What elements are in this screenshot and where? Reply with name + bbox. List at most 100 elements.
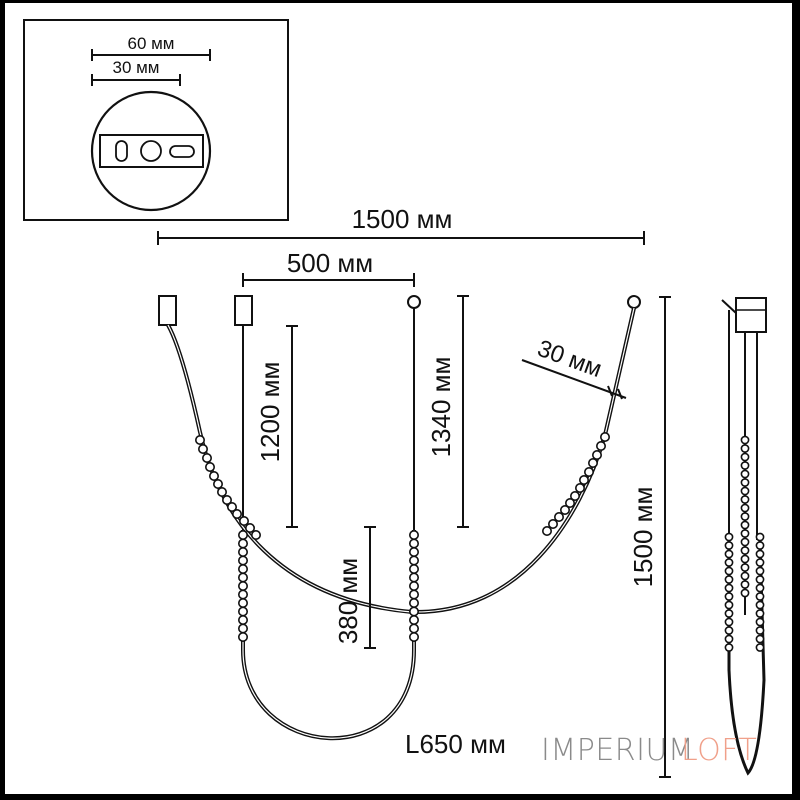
offset-dimension: 500 мм (242, 248, 415, 287)
bead (724, 643, 734, 652)
bead (755, 643, 765, 652)
luminaire-side-view (721, 297, 767, 776)
bead (238, 580, 249, 591)
bead (408, 631, 419, 642)
end-cap-right-wire (407, 295, 421, 309)
bead (408, 606, 419, 617)
bead (740, 571, 750, 581)
bead (724, 583, 734, 593)
bead (740, 588, 750, 598)
bead (740, 461, 750, 470)
bead (238, 538, 249, 549)
bead (755, 609, 765, 618)
bead (740, 546, 750, 555)
bead (541, 525, 552, 536)
bead (569, 490, 580, 501)
bead (724, 532, 734, 542)
bead (578, 474, 589, 485)
bead (755, 575, 765, 584)
bead (755, 617, 765, 627)
bead (595, 440, 606, 451)
bead (547, 518, 558, 529)
bead (740, 512, 750, 521)
bead (205, 461, 216, 472)
bead (724, 617, 734, 627)
bead (755, 549, 765, 559)
bead (238, 563, 249, 574)
bead (755, 634, 765, 644)
bead (574, 482, 585, 493)
watermark: IMPERIUM LOFT (541, 733, 757, 768)
bead (238, 631, 249, 642)
bead (408, 614, 419, 625)
bead (583, 466, 594, 477)
bead (740, 503, 750, 513)
bead (755, 583, 765, 593)
canopy-circle (90, 90, 212, 212)
bead (740, 580, 750, 589)
bead (755, 592, 765, 601)
bead (740, 469, 750, 479)
offset-width-label: 500 мм (287, 248, 373, 278)
bead (724, 634, 734, 644)
bead (213, 478, 224, 489)
tube-diameter-callout: 30 мм (521, 335, 627, 400)
bead (222, 494, 233, 505)
bead (202, 452, 213, 463)
watermark-accent: LOFT (681, 733, 757, 768)
bead (599, 431, 610, 442)
bead (232, 508, 243, 519)
bead (724, 558, 734, 567)
bead (740, 495, 750, 504)
lower-loop-tube (241, 530, 416, 741)
bead (740, 554, 750, 564)
side-bead-chains (724, 435, 765, 652)
canopy-inset: 60 мм 30 мм (23, 19, 289, 221)
bead (724, 600, 734, 610)
drop-a-dimension: 1200 мм (255, 325, 298, 528)
bead (408, 546, 419, 557)
bead (755, 541, 765, 550)
bead (755, 626, 765, 635)
bead (408, 589, 419, 600)
bead (740, 478, 750, 487)
bead (591, 449, 602, 460)
total-height-dimension: 1500 мм (628, 296, 671, 778)
side-loop-tube (727, 539, 766, 776)
bead (740, 520, 750, 530)
bead (408, 572, 419, 583)
watermark-main: IMPERIUM (541, 733, 694, 768)
bead (564, 497, 575, 508)
bead (238, 623, 249, 634)
suspension-block-left (158, 295, 177, 326)
bead (724, 549, 734, 559)
bead (209, 470, 220, 481)
bead (408, 538, 419, 549)
bead (740, 529, 750, 538)
bead (755, 532, 765, 542)
bead (238, 589, 249, 600)
bead (724, 575, 734, 584)
bead (238, 597, 249, 608)
bead (408, 529, 419, 540)
bead (195, 434, 206, 445)
bead (587, 457, 598, 468)
drop-b-dimension: 1340 мм (426, 295, 469, 528)
bead (740, 452, 750, 462)
drop-b-label: 1340 мм (426, 357, 456, 458)
bead (408, 597, 419, 608)
bead (755, 566, 765, 576)
bead (553, 511, 564, 522)
bead (740, 563, 750, 572)
bead (238, 529, 249, 540)
bead (408, 563, 419, 574)
bead (239, 515, 250, 526)
width-dimension: 1500 мм (157, 204, 645, 245)
beaded-length-label: 380 мм (333, 558, 363, 644)
bead (740, 486, 750, 496)
bead (238, 606, 249, 617)
total-height-label: 1500 мм (628, 487, 658, 588)
mounting-slot-right (169, 145, 195, 158)
technical-drawing: 60 мм 30 мм 1500 мм 500 мм (23, 19, 767, 778)
suspension-block-center (234, 295, 253, 326)
